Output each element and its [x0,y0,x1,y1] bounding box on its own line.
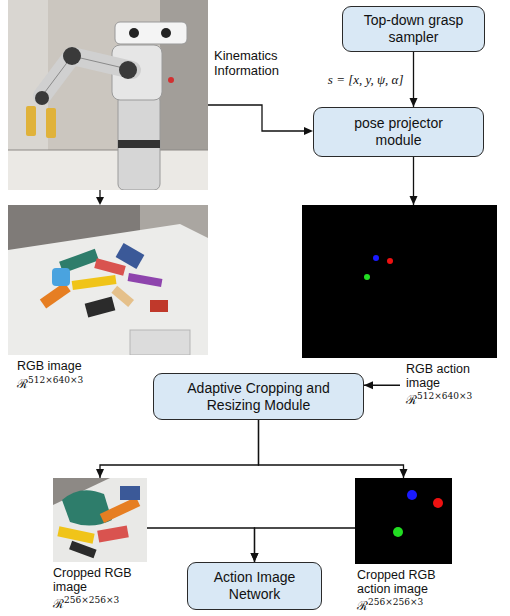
photo-arrow [96,190,104,205]
box-content: Top-down grasp sampler [362,12,466,46]
space-symbol: ℛ [406,392,417,407]
connector [251,528,356,562]
caption-text: Cropped RGB image [53,567,153,594]
box-label: pose projector module [343,115,455,149]
process-box: Top-down grasp sampler [342,6,485,52]
space-dimension: 256×256×3 [64,595,119,605]
arrow-head [96,469,104,478]
image-caption: Cropped RGB action imageℛ256×256×3 [357,569,457,614]
connector [364,381,400,389]
box-label: Top-down grasp sampler [362,12,466,46]
edge-label: s = [x, y, ψ, α] [326,72,406,87]
arrow-head [251,553,259,562]
image-node: Cropped RGB action imageℛ256×256×3 [355,478,457,614]
image-area [8,205,208,355]
image-area [53,478,147,562]
kinematics-wire [208,105,313,135]
scene-photo [8,205,208,355]
image-area [302,205,497,358]
space-symbol: ℛ [357,598,368,613]
arrow-head [410,98,418,107]
cropped-action-image [355,478,452,564]
image-area [355,478,452,564]
image-caption: RGB imageℛ512×640×3 [17,360,147,391]
arrow-head [364,381,373,389]
image-caption: RGB action imageℛ512×640×3 [406,363,490,408]
image-node: RGB imageℛ512×640×3 [8,205,208,391]
space-dimension: 512×640×3 [417,391,472,401]
connector [410,157,418,205]
robot-photo [8,0,208,190]
caption-math: ℛ256×256×3 [53,594,153,612]
space-dimension: 256×256×3 [368,597,423,607]
connector [96,420,259,478]
box-content: Action Image Network [206,569,304,603]
cropped-photo [53,478,147,562]
space-symbol: ℛ [53,596,64,611]
arrow-head [400,469,408,478]
annotation-label: Kinematics Information [214,48,306,78]
caption-text: Cropped RGB action image [357,569,457,596]
caption-math: ℛ512×640×3 [17,374,147,392]
connector-line [147,528,255,562]
image-node: Cropped RGB imageℛ256×256×3 [53,478,153,612]
space-dimension: 512×640×3 [28,375,83,385]
caption-text: RGB action image [406,363,490,390]
box-label: Action Image Network [206,569,304,603]
connector-line [255,528,356,562]
arrow-head [410,196,418,205]
image-caption: Cropped RGB imageℛ256×256×3 [53,567,153,612]
connector-line [259,420,404,478]
box-content: Adaptive Cropping and Resizing Module [173,380,345,414]
arrow-head [251,553,259,562]
connector-line [100,420,259,478]
action-image [302,205,497,358]
caption-math: ℛ256×256×3 [357,596,457,614]
box-label: Adaptive Cropping and Resizing Module [173,380,345,414]
connector [259,420,408,478]
connector [410,52,418,107]
space-symbol: ℛ [17,376,28,391]
box-content: pose projector module [343,115,455,149]
process-box: Action Image Network [187,562,322,610]
caption-math: ℛ512×640×3 [406,390,490,408]
caption-text: RGB image [17,360,147,374]
connector [147,528,259,562]
process-box: pose projector module [313,107,484,157]
process-box: Adaptive Cropping and Resizing Module [153,373,364,420]
